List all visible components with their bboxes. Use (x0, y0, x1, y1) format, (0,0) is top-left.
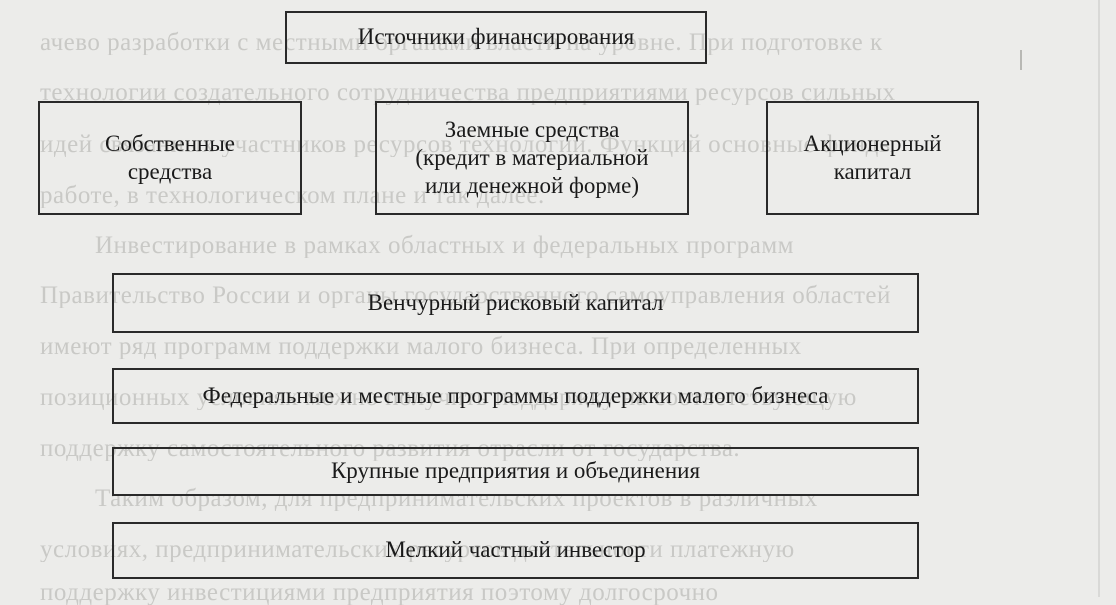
equity-text: Акционерный капитал (803, 130, 942, 184)
background-line: позиционных условиях можно получить подд… (40, 385, 857, 410)
title-text: Источники финансирования (357, 24, 635, 50)
background-line: поддержку инвестициями предприятия поэто… (40, 580, 719, 605)
enterprises-box: Крупные предприятия и объединения (112, 447, 919, 496)
venture-box: Венчурный рисковый капитал (112, 273, 919, 333)
investor-text: Мелкий частный инвестор (385, 537, 646, 563)
background-line: условиях, предпринимательских ресурсов д… (40, 537, 795, 562)
page-edge (1098, 0, 1100, 597)
page-edge (1020, 50, 1022, 70)
investor-box: Мелкий частный инвестор (112, 522, 919, 579)
borrowed-funds-text: Заемные средства (кредит в материальной … (415, 116, 649, 199)
background-line: технологии создательного сотрудничества … (40, 80, 896, 105)
programs-box: Федеральные и местные программы поддержк… (112, 368, 919, 424)
own-funds-text: Собственные средства (104, 130, 235, 184)
background-line: ачево разработки с местными органами вла… (40, 30, 883, 55)
background-line: имеют ряд программ поддержки малого бизн… (40, 334, 802, 359)
own-funds-box: Собственные средства (38, 101, 302, 215)
enterprises-text: Крупные предприятия и объединения (330, 458, 701, 484)
background-line: Правительство России и органы государств… (40, 283, 891, 308)
title-box: Источники финансирования (285, 11, 707, 64)
background-line: Таким образом, для предпринимательских п… (95, 486, 818, 511)
background-line: Инвестирование в рамках областных и феде… (95, 233, 794, 258)
venture-text: Венчурный рисковый капитал (367, 289, 664, 315)
background-line: работе, в технологическом плане и так да… (40, 183, 545, 208)
borrowed-funds-box: Заемные средства (кредит в материальной … (375, 101, 689, 215)
equity-box: Акционерный капитал (766, 101, 979, 215)
programs-text: Федеральные и местные программы поддержк… (202, 382, 829, 408)
background-line: идей связанных участников ресурсов техно… (40, 132, 897, 157)
